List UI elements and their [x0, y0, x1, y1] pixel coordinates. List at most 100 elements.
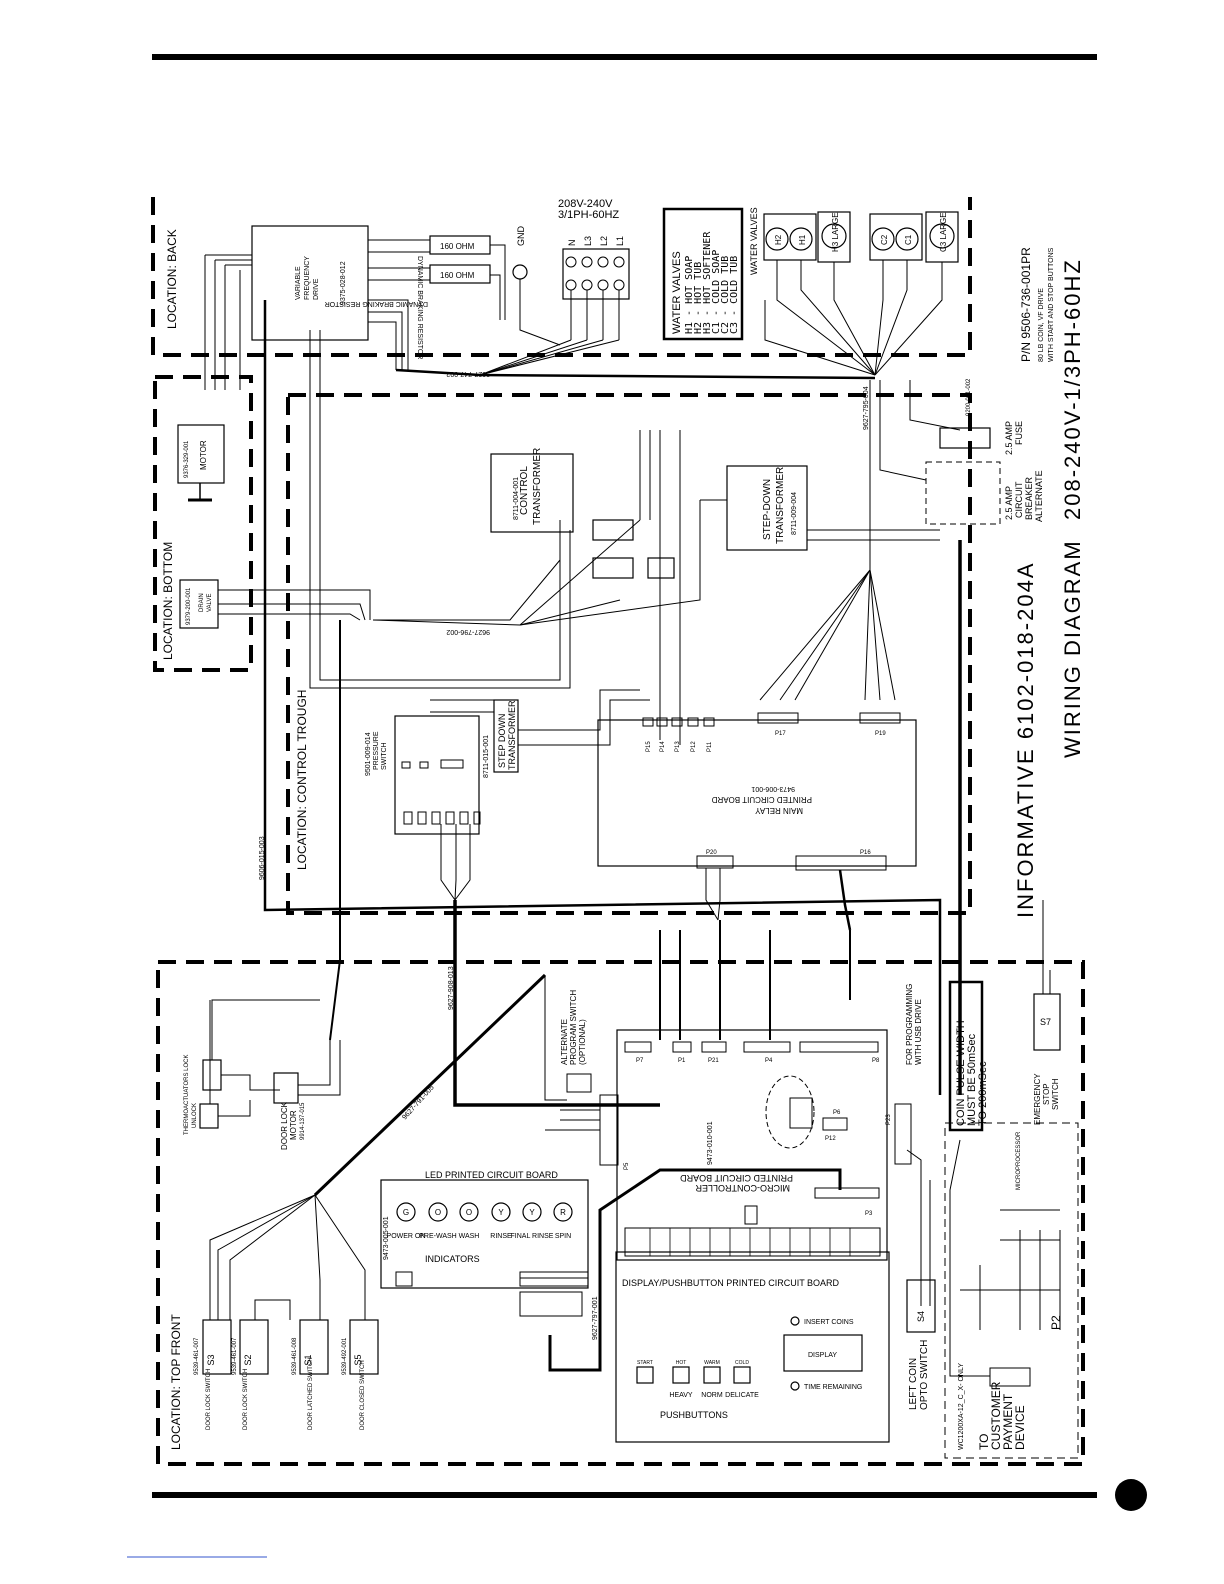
conn-p3: P3 [865, 1211, 873, 1217]
conn-p23: P23 [886, 1114, 892, 1125]
indicator-label-1: PRE-WASH [419, 1233, 456, 1240]
vfd-line2: FREQUENCY [304, 256, 311, 300]
breaker-l2: CIRCUIT [1014, 481, 1024, 518]
harness-908-label: 9627-908-013 [448, 966, 455, 1010]
left-coin-id: S4 [916, 1311, 926, 1322]
conn-p20: P20 [706, 850, 717, 856]
time-remaining-label: TIME REMAINING [804, 1384, 862, 1391]
part-desc-1: 80 LB COIN, VF DRIVE [1038, 288, 1045, 362]
alt-switch-l1: ALTERNATE [560, 1019, 569, 1065]
harness-top [395, 368, 876, 380]
customer-l1: TO [977, 1434, 991, 1450]
terminal-labels: N [567, 240, 577, 247]
control-transformer-box [490, 453, 574, 533]
main-relay-pn: 9473-006-001 [751, 785, 795, 792]
micro-board [616, 1029, 888, 1261]
vfd-line1: VARIABLE [295, 266, 302, 300]
valve-c3: C3 LARGE [939, 212, 948, 252]
harness-908 [453, 900, 660, 1107]
harness-796: 9627-796-002 [446, 628, 490, 635]
wv-legend-6: C3 - COLD TUB [729, 256, 740, 334]
indicator-label-0: POWER ON [387, 1233, 426, 1240]
led-harness-connector [519, 1291, 583, 1317]
main-relay-board [597, 719, 917, 867]
terminal-l1: L1 [615, 236, 625, 246]
trough-box [286, 393, 972, 915]
switch-s2-pn: 9539-461-007 [232, 1337, 238, 1375]
drain-line2: VALVE [207, 594, 213, 612]
stop-l3: SWITCH [1051, 1078, 1060, 1110]
switch-s2-label: DOOR LOCK SWITCH [243, 1369, 249, 1430]
pressure-pn: 9501-009-014 [365, 732, 372, 776]
switch-s3-id: S3 [206, 1354, 216, 1365]
insert-coins-label: INSERT COINS [804, 1319, 854, 1326]
conn-p21: P21 [708, 1058, 719, 1064]
resistor-value-1: 160 OHM [440, 242, 475, 251]
diagram-title: INFORMATIVE 6102-018-204A [1013, 562, 1038, 919]
wv-legend-title: WATER VALVES [671, 251, 683, 334]
thermo-lock: THERMOACTUATORS LOCK [184, 1055, 190, 1135]
display-label: DISPLAY [808, 1352, 837, 1359]
drain-pn: 9379-200-001 [186, 587, 192, 625]
water-valves-label: WATER VALVES [749, 207, 759, 275]
btn-delicate: DELICATE [725, 1392, 759, 1399]
vfd-pn: 9375-028-012 [340, 261, 347, 305]
harness-p16 [838, 869, 852, 931]
btn-norm: NORM [701, 1392, 723, 1399]
conn-p5: P5 [624, 1162, 630, 1170]
led-connector-left [395, 1271, 413, 1287]
switch-s1-pn: 9539-461-008 [292, 1337, 298, 1375]
door-lock-motor-l2: MOTOR [289, 1110, 298, 1140]
resistor-label-1: DYNAMIC BRAKING RESISTOR [416, 256, 423, 359]
stepdown-small-l2: TRANSFORMER [507, 700, 517, 770]
indicator-letter-1: O [435, 1208, 441, 1217]
indicator-label-5: SPIN [555, 1233, 571, 1240]
btn-start-top: START [637, 1360, 653, 1366]
control-xfmr-pn: 8711-004-001 [513, 477, 520, 520]
indicator-letter-3: Y [498, 1208, 504, 1217]
fuse-l2: FUSE [1014, 421, 1024, 445]
conn-p6: P6 [833, 1110, 841, 1116]
indicator-labels: POWER ON PRE-WASH WASH RINSE FINAL RINSE… [387, 1233, 572, 1240]
customer-l4: DEVICE [1013, 1405, 1027, 1450]
location-trough: LOCATION: CONTROL TROUGH [295, 690, 309, 870]
breaker-l1: 2.5 AMP [1004, 486, 1014, 520]
valve-c2: C2 [880, 234, 889, 245]
microprocessor-box [944, 1122, 1079, 1459]
door-lock-motor-l1: DOOR LOCK [280, 1101, 289, 1150]
part-number: P/N 9506-736-001PR [1019, 247, 1033, 362]
supply-phase: 3/1PH-60HZ [558, 209, 619, 221]
valve-h3: H3 LARGE [831, 212, 840, 252]
conn-p14: P14 [660, 741, 666, 752]
display-board-title: DISPLAY/PUSHBUTTON PRINTED CIRCUIT BOARD [622, 1278, 840, 1288]
terminal-l2: L2 [599, 236, 609, 246]
water-valve-legend-box [662, 207, 744, 341]
back-box [151, 197, 972, 357]
switch-s3-pn: 9539-461-007 [194, 1337, 200, 1375]
programming-l2: WITH USB DRIVE [914, 999, 923, 1065]
micro-pn: 9473-010-001 [707, 1121, 714, 1165]
customer-port: P2 [1049, 1315, 1063, 1330]
drain-line1: DRAIN [199, 593, 205, 612]
micro-l2: PRINTED CIRCUIT BOARD [680, 1173, 793, 1183]
pressure-l2: SWITCH [381, 742, 388, 770]
ground-terminal [512, 264, 528, 280]
control-xfmr-l1: CONTROL [519, 466, 530, 515]
stop-l1: EMERGENCY [1033, 1073, 1042, 1125]
led-board-pn: 9473-005-001 [383, 1216, 390, 1260]
alt-switch-l2: PROGRAM SWITCH [569, 990, 578, 1065]
led-indicators-label: INDICATORS [425, 1254, 480, 1264]
conn-p11: P11 [707, 741, 713, 752]
stepdown-pn: 8711-009-004 [791, 492, 798, 535]
conn-p15: P15 [646, 741, 652, 752]
btn-heavy: HEAVY [669, 1392, 693, 1399]
valve-c1: C1 [904, 234, 913, 245]
stop-switch-box [1033, 993, 1061, 1051]
wv-legend-5: C2 - COLD TUB [720, 256, 731, 334]
display-ribbon [624, 1227, 881, 1257]
front-box [156, 960, 1085, 1466]
gnd-label: GND [516, 226, 526, 247]
diagram-subtitle: WIRING DIAGRAM [1060, 539, 1085, 758]
led-connector [519, 1271, 589, 1287]
conn-p4: P4 [765, 1058, 773, 1064]
